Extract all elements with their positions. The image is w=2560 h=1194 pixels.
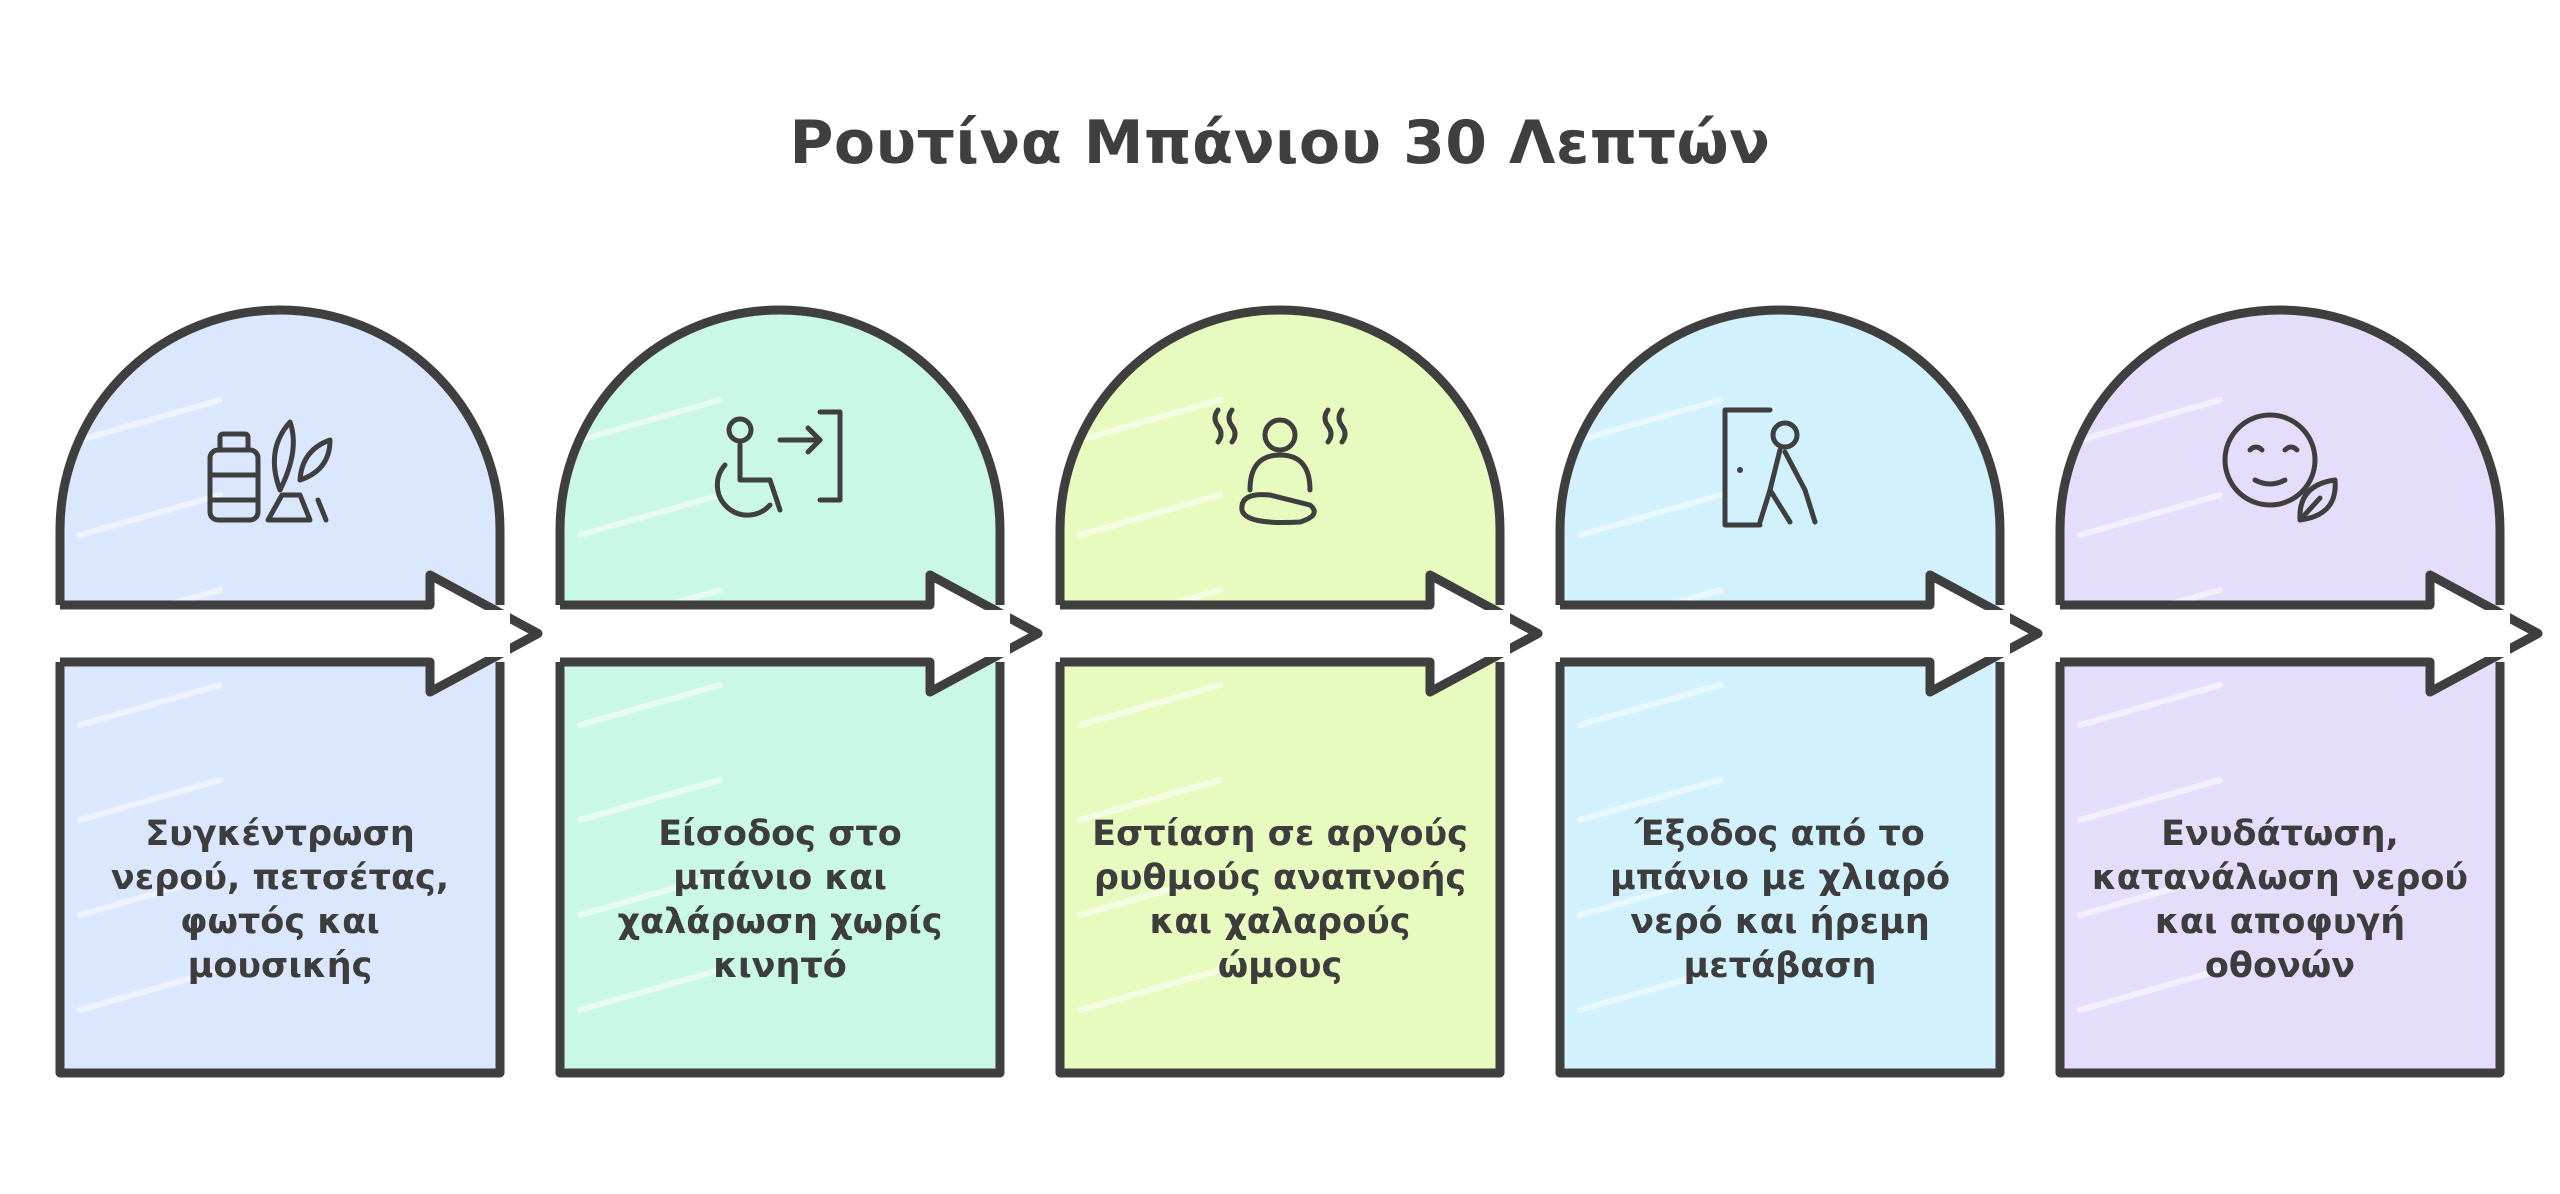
card-outline-lower [2055,662,2505,1078]
supplies-icon [207,419,333,523]
step-fill-3 [1060,310,1500,1073]
step-label-line: και χαλαρούς [1149,902,1410,942]
step-fill-1 [60,310,500,1073]
step-label-line: μπάνιο και [673,858,887,898]
step-label-line: Εστίαση σε αργούς [1092,814,1468,854]
card-outline-upper [1555,305,2005,605]
step-label-line: μουσικής [188,946,373,986]
step-label-line: κατανάλωση νερού [2092,858,2468,898]
step-label-line: νερού, πετσέτας, [111,858,449,898]
breathing-icon [1212,407,1348,525]
card-outline-lower [55,662,505,1078]
card-outline-upper [55,305,505,605]
step-label-line: κινητό [713,946,847,986]
step-label-line: Συγκέντρωση [145,814,415,854]
step-fill-5 [2060,310,2500,1073]
card-outline-lower [555,662,1005,1078]
card-outline-upper [1055,305,1505,605]
step-label-line: φωτός και [180,902,380,942]
enter-bath-icon [714,409,843,518]
step-label-line: μετάβαση [1684,946,1877,986]
card-outline-lower [1555,662,2005,1078]
card-outline-upper [2055,305,2505,605]
step-label-line: ρυθμούς αναπνοής [1094,858,1466,898]
step-label-line: Ενυδάτωση, [2161,814,2399,854]
step-fill-4 [1560,310,2000,1073]
step-label-line: μπάνιο με χλιαρό [1610,858,1950,898]
step-label-line: ώμους [1218,946,1343,986]
step-fill-2 [560,310,1000,1073]
exit-door-icon [1722,407,1818,528]
diagram-title: Ρουτίνα Μπάνιου 30 Λεπτών [789,108,1771,178]
hydration-icon [2222,412,2338,523]
step-label-line: χαλάρωση χωρίς [617,902,942,942]
step-label-line: Είσοδος στο [658,814,902,854]
step-label-line: Έξοδος από το [1634,814,1925,854]
card-outline-upper [555,305,1005,605]
step-label-line: νερό και ήρεμη [1630,902,1929,942]
card-outline-lower [1055,662,1505,1078]
step-label-line: οθονών [2205,946,2355,986]
step-label-line: και αποφυγή [2155,902,2405,942]
